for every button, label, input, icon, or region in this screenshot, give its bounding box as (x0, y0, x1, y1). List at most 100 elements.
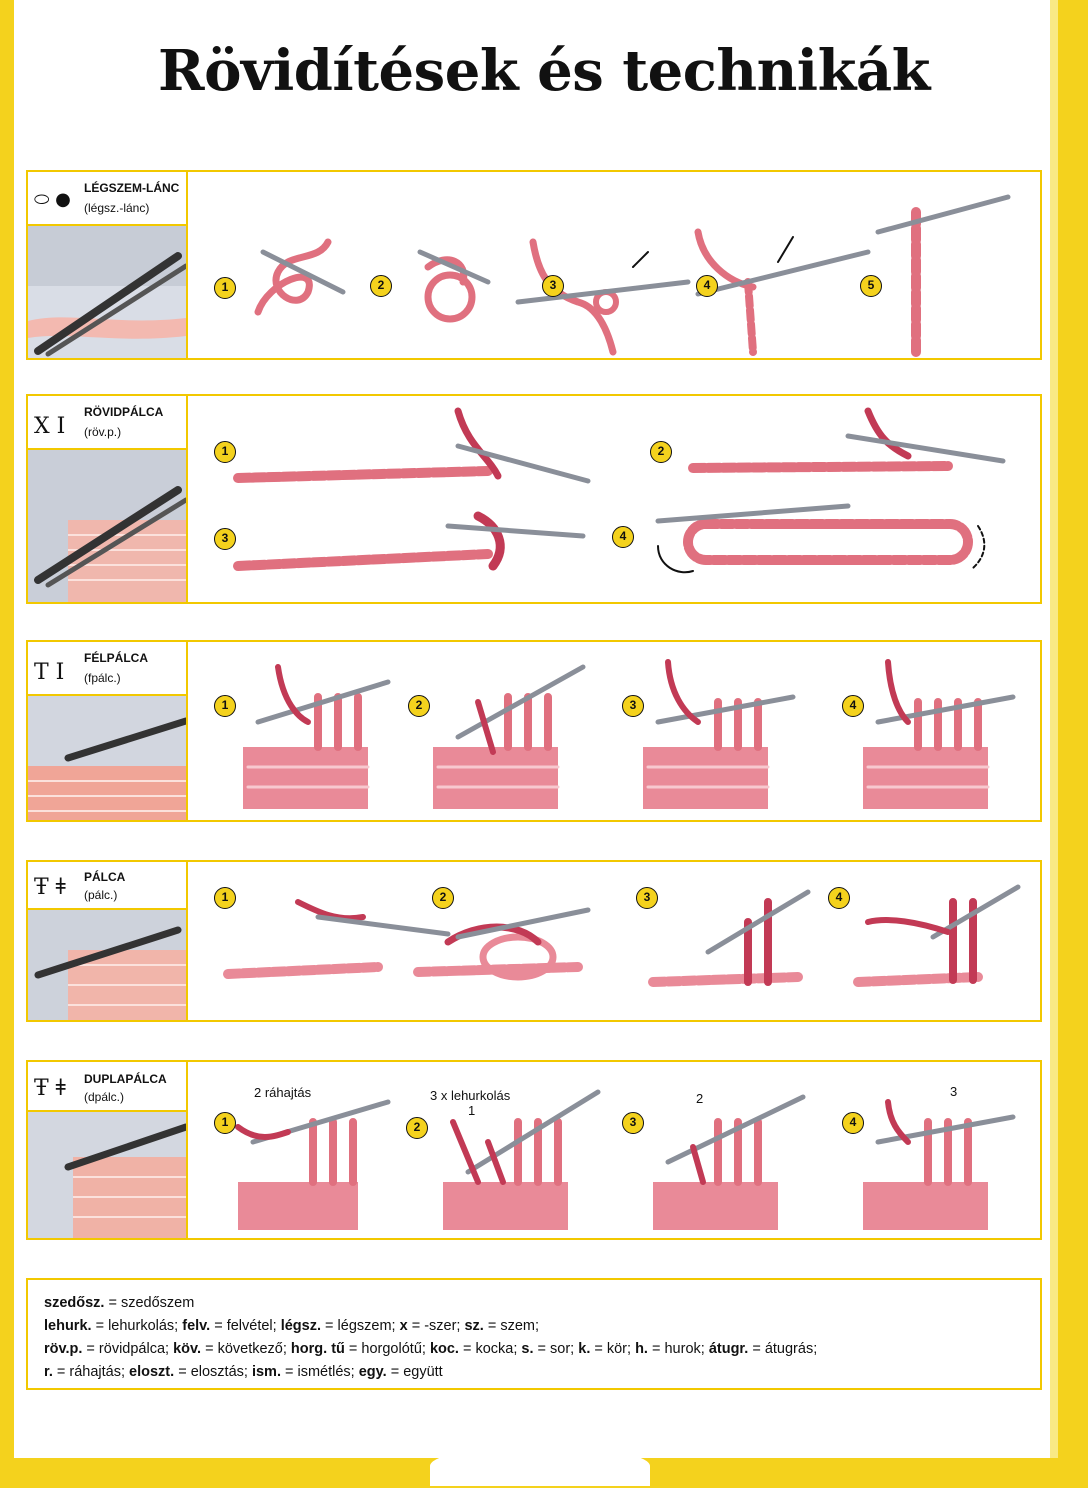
step-badge: 3 (636, 887, 658, 909)
steps-area: 1 2 3 4 2 ráhajtás 3 x lehurkolás 1 2 3 (188, 1062, 1040, 1238)
abbr-value: = ráhajtás; (52, 1364, 130, 1380)
section-label: ⬭ ● LÉGSZEM-LÁNC (légsz.-lánc) (28, 172, 188, 226)
abbr-key: eloszt. (129, 1364, 175, 1380)
section-label: Ŧ ǂ PÁLCA (pálc.) (28, 862, 188, 910)
section-photo (28, 1112, 188, 1238)
annotation-yarn-overs: 2 ráhajtás (254, 1085, 312, 1100)
abbr-key: lehurk. (44, 1318, 92, 1334)
section-palca: Ŧ ǂ PÁLCA (pálc.) (26, 860, 1042, 1022)
treble-crochet-symbol-icon: Ŧ ǂ (34, 1076, 66, 1101)
section-name: RÖVIDPÁLCA (84, 405, 164, 419)
abbr-value: = horgolótű; (344, 1341, 430, 1357)
section-abbr: (röv.p.) (84, 425, 122, 439)
abbr-key: horg. tű (290, 1341, 345, 1357)
step-badge: 2 (406, 1117, 428, 1139)
step-badge: 1 (214, 695, 236, 717)
abbr-key: koc. (429, 1341, 459, 1357)
section-name: PÁLCA (84, 870, 126, 884)
crochet-photo-image (28, 910, 186, 1020)
steps-area: 1 2 3 4 (188, 642, 1040, 820)
abbr-key: x (399, 1318, 408, 1334)
abbreviation-line: lehurk. = lehurkolás; felv. = felvétel; … (44, 1315, 1024, 1338)
abbr-value: = -szer; (407, 1318, 465, 1334)
step-badge: 4 (828, 887, 850, 909)
abbr-key: ism. (251, 1364, 281, 1380)
crochet-photo-image (28, 1112, 186, 1238)
chain-steps-illustration (254, 194, 1011, 357)
abbr-key: átugr. (708, 1341, 749, 1357)
section-label: Ŧ ǂ DUPLAPÁLCA (dpálc.) (28, 1062, 188, 1112)
abbr-key: k. (578, 1341, 591, 1357)
step-badge: 4 (612, 526, 634, 548)
steps-area: 1 2 3 4 (188, 862, 1040, 1020)
step-badge: 3 (542, 275, 564, 297)
abbr-value: = légszem; (321, 1318, 400, 1334)
page-frame-bottom (0, 1446, 1088, 1488)
step-badge: 3 (214, 528, 236, 550)
step-badge: 4 (842, 695, 864, 717)
section-photo (28, 450, 188, 602)
abbr-value: = rövidpálca; (82, 1341, 174, 1357)
crochet-photo-image (28, 226, 186, 358)
treble-crochet-steps-illustration (235, 1089, 1016, 1230)
half-double-steps-illustration (243, 659, 1016, 809)
abbr-value: = következő; (201, 1341, 291, 1357)
section-legszem: ⬭ ● LÉGSZEM-LÁNC (légsz.-lánc) (26, 170, 1042, 360)
abbr-key: h. (635, 1341, 648, 1357)
single-crochet-steps-illustration (233, 407, 1006, 574)
abbr-value: = együtt (386, 1364, 443, 1380)
double-crochet-symbol-icon: Ŧ ǂ (34, 875, 66, 900)
abbr-value: = felvétel; (210, 1318, 281, 1334)
step-badge: 2 (432, 887, 454, 909)
abbr-key: r. (44, 1364, 53, 1380)
section-photo (28, 910, 188, 1020)
abbr-value: = elosztás; (174, 1364, 252, 1380)
abbreviation-line: r. = ráhajtás; eloszt. = elosztás; ism. … (44, 1361, 1024, 1384)
step-badge: 3 (622, 1112, 644, 1134)
annotation-number: 1 (468, 1103, 476, 1118)
section-photo (28, 226, 188, 358)
page-title: Rövidítések és technikák (158, 38, 930, 104)
section-photo (28, 696, 188, 820)
abbr-value: = ismétlés; (280, 1364, 359, 1380)
abbr-value: = lehurkolás; (91, 1318, 183, 1334)
chain-symbol-icon: ⬭ ● (34, 189, 71, 210)
step-badge: 1 (214, 277, 236, 299)
abbr-key: köv. (173, 1341, 202, 1357)
crochet-photo-image (28, 450, 186, 602)
steps-area: 1 2 3 4 5 (188, 172, 1040, 358)
step-badge: 3 (622, 695, 644, 717)
step-badge: 1 (214, 1112, 236, 1134)
crochet-photo-image (28, 696, 186, 820)
abbreviation-line: szedősz. = szedőszem (44, 1292, 1024, 1315)
section-label: X I RÖVIDPÁLCA (röv.p.) (28, 396, 188, 450)
annotation-pull-throughs: 3 x lehurkolás (430, 1088, 511, 1103)
abbr-key: szedősz. (44, 1295, 105, 1311)
section-felpalca: T I FÉLPÁLCA (fpálc.) (26, 640, 1042, 822)
single-crochet-symbol-icon: X I (34, 414, 66, 439)
section-abbr: (fpálc.) (84, 671, 121, 685)
abbr-key: légsz. (280, 1318, 322, 1334)
section-duplapalca: Ŧ ǂ DUPLAPÁLCA (dpálc.) (26, 1060, 1042, 1240)
section-rovidpalca: X I RÖVIDPÁLCA (röv.p.) (26, 394, 1042, 604)
section-abbr: (pálc.) (84, 888, 118, 902)
page-frame-right (1050, 0, 1088, 1488)
abbr-key: röv.p. (44, 1341, 83, 1357)
section-name: FÉLPÁLCA (84, 651, 148, 665)
abbr-key: felv. (182, 1318, 211, 1334)
step-badge: 5 (860, 275, 882, 297)
step-badge: 1 (214, 441, 236, 463)
annotation-number: 3 (950, 1084, 958, 1099)
double-crochet-steps-illustration (223, 884, 1021, 987)
abbreviations-box: szedősz. = szedőszem lehurk. = lehurkolá… (26, 1278, 1042, 1390)
abbr-value: = hurok; (647, 1341, 709, 1357)
abbr-key: s. (521, 1341, 534, 1357)
abbr-key: egy. (358, 1364, 387, 1380)
step-badge: 4 (696, 275, 718, 297)
abbreviation-line: röv.p. = rövidpálca; köv. = következő; h… (44, 1338, 1024, 1361)
section-abbr: (dpálc.) (84, 1090, 125, 1104)
section-name: DUPLAPÁLCA (84, 1072, 167, 1086)
step-badge: 1 (214, 887, 236, 909)
abbr-value: = átugrás; (748, 1341, 818, 1357)
annotation-number: 2 (696, 1091, 704, 1106)
